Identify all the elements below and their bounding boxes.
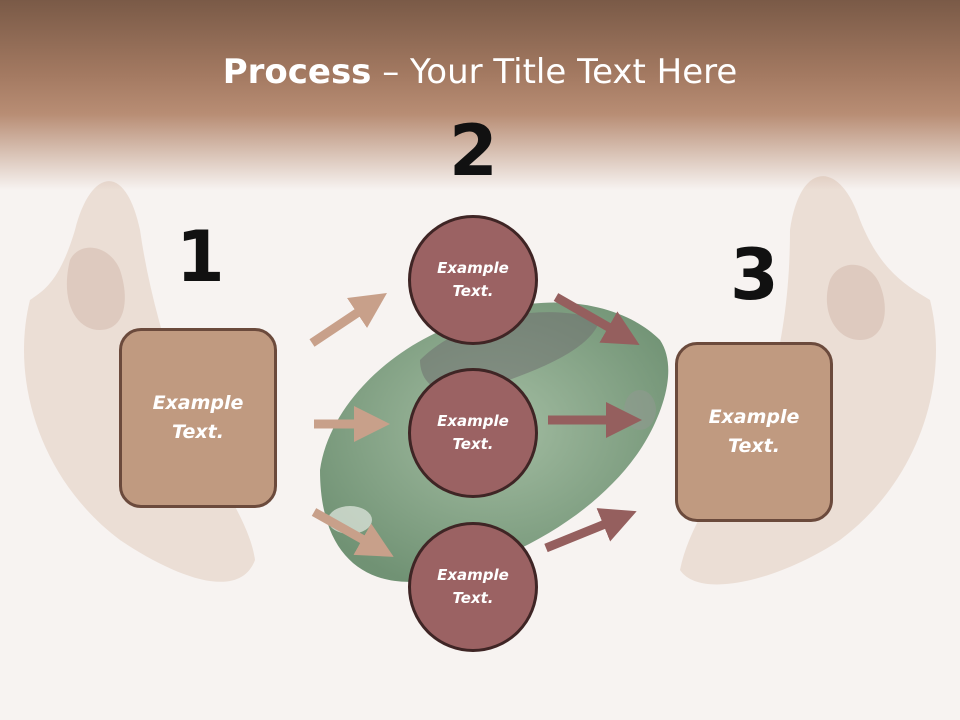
step-3-text: Example Text. bbox=[708, 406, 800, 457]
header-band bbox=[0, 0, 960, 190]
arrow-circle-3-to-3 bbox=[544, 508, 637, 553]
step-1-text: Example Text. bbox=[152, 392, 244, 443]
arrow-1-to-circle-3 bbox=[311, 508, 394, 557]
circle-2[interactable]: Example Text. bbox=[408, 368, 538, 498]
title-bold: Process bbox=[222, 52, 372, 92]
circle-3-text: Example Text. bbox=[437, 566, 509, 607]
arrow-1-to-circle-1 bbox=[309, 293, 387, 347]
circle-2-text: Example Text. bbox=[437, 412, 509, 453]
step-3-box[interactable]: Example Text. bbox=[675, 342, 833, 522]
step-1-box[interactable]: Example Text. bbox=[119, 328, 277, 508]
title-rest: – Your Title Text Here bbox=[371, 52, 738, 92]
step-number-3: 3 bbox=[730, 234, 779, 316]
circle-1-text: Example Text. bbox=[437, 259, 509, 300]
page-title: Process – Your Title Text Here bbox=[0, 52, 960, 92]
circle-1[interactable]: Example Text. bbox=[408, 215, 538, 345]
circle-3[interactable]: Example Text. bbox=[408, 522, 538, 652]
arrow-circle-1-to-3 bbox=[553, 293, 640, 345]
step-number-1: 1 bbox=[176, 216, 225, 298]
step-number-2: 2 bbox=[449, 110, 498, 192]
